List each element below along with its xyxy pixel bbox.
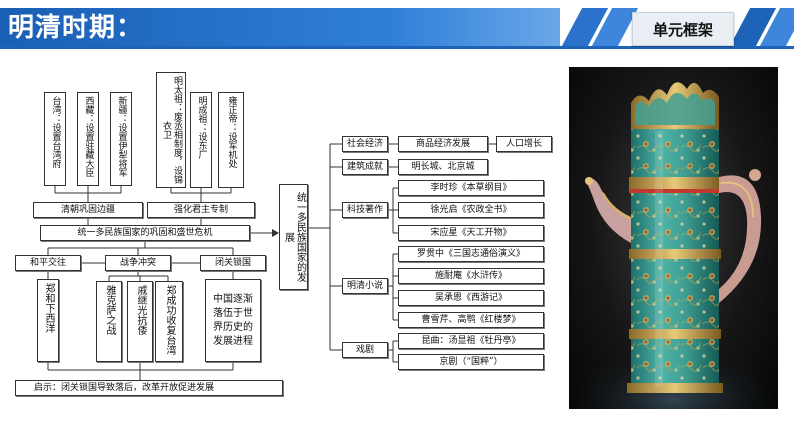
- economy-box: 社会经济: [342, 136, 388, 152]
- yakesa-box: 雅克萨之战: [96, 281, 122, 362]
- arrow-head: [272, 229, 279, 237]
- closed-door-box: 闭关锁国: [200, 255, 266, 271]
- yongzheng-box: 雍正帝：设军机处: [218, 92, 244, 188]
- enamel-ewer-photo: [569, 67, 778, 409]
- header-bar: [0, 8, 560, 48]
- novel-item: 罗贯中《三国志通俗演义》: [398, 246, 544, 262]
- novel-item: 施耐庵《水浒传》: [398, 268, 544, 284]
- lesson-box: 启示：闭关锁国导致落后，改革开放促进发展: [15, 380, 283, 396]
- unit-framework-badge: 单元框架: [632, 12, 734, 46]
- autocracy-box: 强化君主专制: [147, 202, 255, 218]
- framework-diagram: 台湾：设置台湾府 西藏：设置驻藏大臣 新疆：设置伊犁将军 明太祖：废丞相制度，设…: [15, 72, 552, 396]
- science-item: 徐光启《农政全书》: [398, 202, 544, 218]
- science-item: 李时珍《本草纲目》: [398, 180, 544, 196]
- science-item: 宋应星《天工开物》: [398, 225, 544, 241]
- novels-box: 明清小说: [342, 278, 388, 294]
- great-wall-box: 明长城、北京城: [398, 159, 488, 175]
- architecture-box: 建筑成就: [342, 159, 388, 175]
- culture-development-box: 统一多民族国家的发展: [279, 184, 308, 290]
- population-box: 人口增长: [496, 136, 552, 152]
- zhengchenggong-box: 郑成功收复台湾: [155, 281, 183, 362]
- ming-taizu-box: 明太祖：废丞相制度，设锦衣卫: [156, 72, 186, 188]
- consolidate-box: 清朝巩固边疆: [33, 202, 143, 218]
- closed-door-note-box: 中国逐渐落伍于世界历史的发展进程: [205, 279, 261, 362]
- opera-box: 戏剧: [342, 342, 388, 358]
- qijiguang-box: 戚继光抗倭: [127, 281, 153, 362]
- tibet-box: 西藏：设置驻藏大臣: [77, 92, 99, 186]
- ewer-illustration: [569, 82, 778, 409]
- taiwan-box: 台湾：设置台湾府: [44, 92, 66, 186]
- peace-box: 和平交往: [15, 255, 81, 271]
- novel-item: 吴承恩《西游记》: [398, 290, 544, 306]
- opera-item: 京剧（“国粹”）: [398, 354, 544, 370]
- main-theme-box: 统一多民族国家的巩固和盛世危机: [40, 225, 250, 241]
- ming-chengzu-box: 明成祖：设东厂: [190, 92, 212, 188]
- novel-item: 曹雪芹、高鹗《红楼梦》: [398, 312, 544, 328]
- xinjiang-box: 新疆：设置伊犁将军: [110, 92, 132, 186]
- header: 明清时期： 单元框架: [0, 0, 794, 54]
- commodity-economy-box: 商品经济发展: [398, 136, 488, 152]
- zhenghe-box: 郑和下西洋: [37, 279, 59, 362]
- war-box: 战争冲突: [105, 255, 171, 271]
- connector-lines: [47, 143, 496, 380]
- header-underline: [0, 46, 794, 49]
- science-box: 科技著作: [342, 202, 388, 218]
- opera-item: 昆曲：汤显祖《牡丹亭》: [398, 333, 544, 349]
- page-title: 明清时期：: [8, 13, 144, 43]
